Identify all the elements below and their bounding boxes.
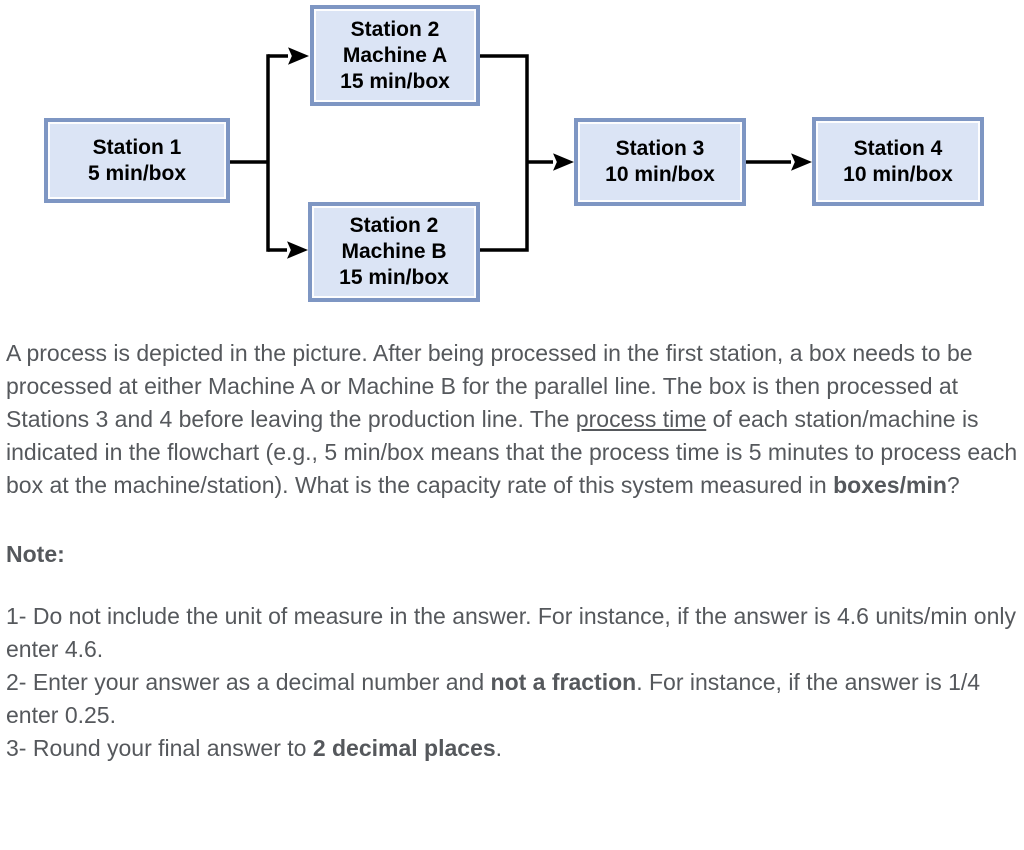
note-item-text: . For instance, if the answer is 1/4 ent… <box>6 669 981 728</box>
flow-box-station-2-machine-b: Station 2 Machine B 15 min/box <box>308 202 480 302</box>
station-name: Station 2 <box>349 214 439 237</box>
note-item-bold: 2 decimal places <box>312 735 496 761</box>
note-item-bold: not a fraction <box>490 669 637 695</box>
flow-box-station-4: Station 4 10 min/box <box>812 117 984 206</box>
station-rate: 10 min/box <box>605 163 715 186</box>
process-flowchart: Station 1 5 min/box Station 2 Machine A … <box>0 0 1024 312</box>
note-item-text: 1- Do not include the unit of measure in… <box>6 603 1016 662</box>
station-rate: 5 min/box <box>87 161 187 185</box>
flow-box-station-2-machine-a: Station 2 Machine A 15 min/box <box>310 5 480 106</box>
question-text: A process is depicted in the picture. Af… <box>6 337 1018 502</box>
flow-box-station-3: Station 3 10 min/box <box>574 118 746 206</box>
connector-merge <box>480 54 529 252</box>
station-rate: 15 min/box <box>340 69 450 93</box>
question-unit-bold: boxes/min <box>833 472 947 498</box>
note-item-text: . <box>495 735 503 761</box>
note-item-1: 1- Do not include the unit of measure in… <box>6 600 1018 666</box>
question-part2: of each station/machine is indicated in … <box>6 406 1018 498</box>
station-rate: 15 min/box <box>339 266 449 289</box>
station-name: Station 3 <box>615 137 705 160</box>
question-part3: ? <box>946 472 960 498</box>
flow-box-station-1: Station 1 5 min/box <box>44 118 230 203</box>
question-underlined-term: process time <box>575 406 707 432</box>
question-part1: A process is depicted in the picture. Af… <box>6 340 973 432</box>
note-item-3: 3- Round your final answer to 2 decimal … <box>6 732 1018 765</box>
station-rate: 10 min/box <box>843 162 953 186</box>
station-name: Station 1 <box>92 135 182 159</box>
note-item-text: 2- Enter your answer as a decimal number… <box>6 669 491 695</box>
note-title: Note: <box>6 541 65 567</box>
note-list: 1- Do not include the unit of measure in… <box>6 600 1018 765</box>
machine-name: Machine A <box>342 43 448 67</box>
station-name: Station 2 <box>350 17 440 41</box>
note-item-text: 3- Round your final answer to <box>6 735 313 761</box>
station-name: Station 4 <box>853 136 943 160</box>
note-item-2: 2- Enter your answer as a decimal number… <box>6 666 1018 732</box>
machine-name: Machine B <box>341 240 447 263</box>
flow-connectors <box>230 47 812 259</box>
